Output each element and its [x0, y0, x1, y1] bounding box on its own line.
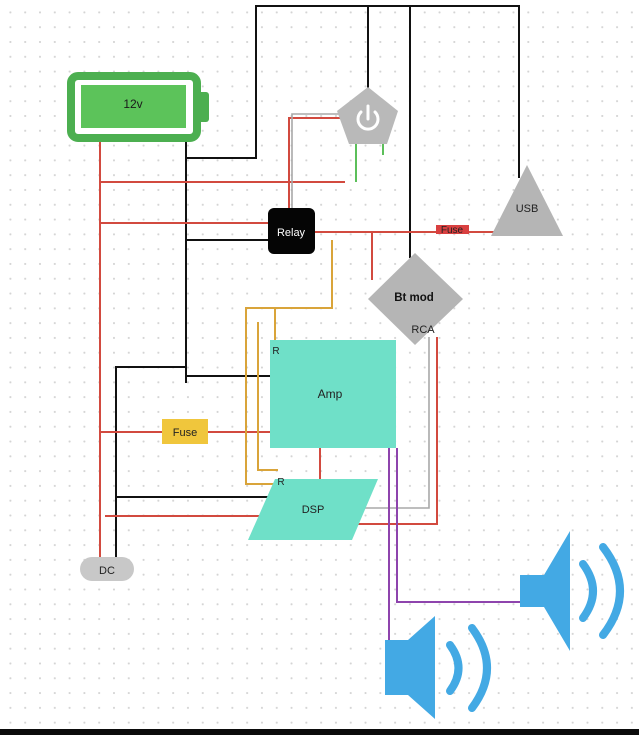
grey-wires [291, 113, 430, 509]
amp-box [270, 340, 396, 448]
grey-wire-power-relay [291, 113, 342, 208]
yellow-wires [245, 240, 333, 485]
battery-icon: 12v [67, 72, 209, 142]
bottom-bar [0, 729, 639, 735]
dc-label: DC [99, 565, 115, 577]
power-button [337, 87, 398, 144]
dc-terminal: DC [80, 557, 134, 581]
dc-shape [80, 557, 134, 581]
grey-wire-rca-dsp [356, 337, 430, 509]
fuse-left: Fuse [162, 419, 208, 444]
red-wire-rca-dsp [326, 337, 438, 525]
amp-r-label: R [272, 346, 279, 357]
purple-wires [388, 448, 520, 640]
red-wire-power-relay [288, 117, 340, 208]
fuse-top: Fuse [436, 225, 469, 236]
yellow-wire-relay-amp [245, 240, 333, 485]
relay-box [268, 208, 315, 254]
black-wire-dc [115, 366, 186, 558]
speaker-right-icon [520, 531, 624, 651]
bt-module-label: Bt mod [394, 292, 434, 304]
red-wire-dsp-bottom [105, 515, 270, 517]
dsp-shape [248, 479, 378, 540]
usb-shape [491, 165, 563, 236]
amp-label: Amp [318, 387, 343, 401]
relay: Relay [268, 208, 315, 254]
speaker-left-icon [385, 616, 491, 719]
relay-label: Relay [277, 227, 306, 239]
bt-module-shape [368, 253, 463, 345]
usb-label: USB [516, 203, 539, 215]
fuse-left-label: Fuse [173, 427, 197, 439]
fuse-left-box [162, 419, 208, 444]
battery-terminal [197, 92, 209, 122]
amplifier: Amp R [270, 340, 396, 448]
power-icon [356, 104, 380, 131]
purple-wire-speaker-right [396, 448, 520, 603]
rca-label: RCA [411, 324, 435, 336]
battery-fill [81, 85, 186, 128]
fuse-top-label: Fuse [441, 225, 464, 236]
dsp-label: DSP [302, 504, 325, 516]
black-wire-top-loop [185, 5, 520, 178]
dsp: DSP R [248, 477, 378, 540]
bt-module: Bt mod RCA [368, 253, 463, 345]
yellow-wire-amp-r-side [257, 322, 278, 471]
fuse-top-box [436, 225, 469, 234]
dsp-r-label: R [277, 477, 284, 488]
usb-port: USB [491, 165, 563, 236]
battery-label: 12v [123, 97, 142, 111]
